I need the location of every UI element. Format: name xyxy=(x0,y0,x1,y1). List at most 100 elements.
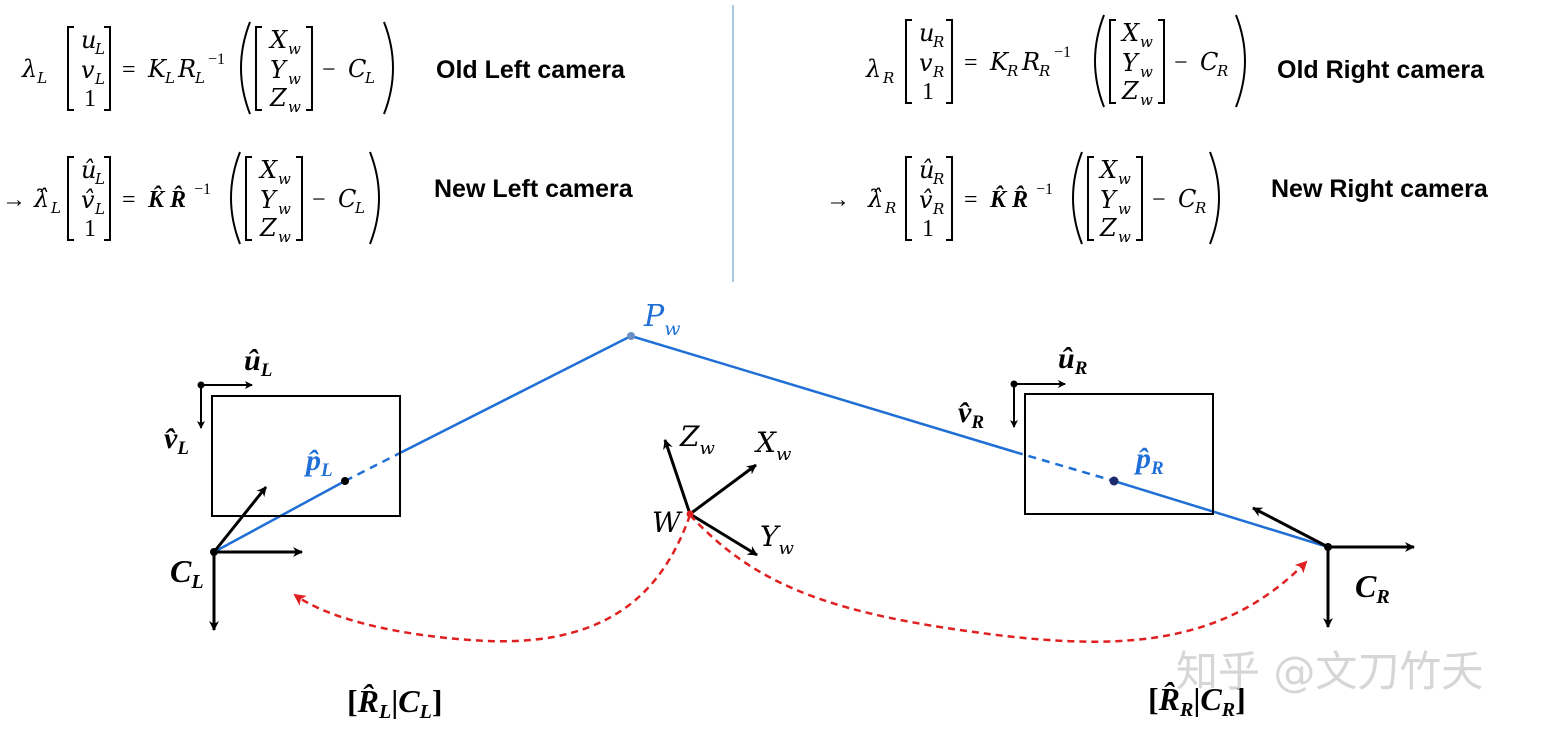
svg-text:w: w xyxy=(278,170,291,188)
left-ray-dashed xyxy=(344,451,401,483)
left-image-axes xyxy=(197,381,253,429)
svg-text:−1: −1 xyxy=(1036,181,1053,198)
left-pose-label: [R̂L|CL] xyxy=(347,683,442,723)
svg-text:λ: λ xyxy=(865,55,881,83)
right-image-axes xyxy=(1010,380,1066,428)
svg-text:C: C xyxy=(1178,185,1196,213)
svg-text:K̂: K̂ xyxy=(147,186,166,213)
world-x-axis-label: Xw xyxy=(754,426,792,465)
svg-text:K̂: K̂ xyxy=(989,186,1008,213)
right-camera-center-label: CR xyxy=(1355,568,1390,608)
svg-text:−1: −1 xyxy=(208,51,225,68)
label-new-left-camera: New Left camera xyxy=(434,175,634,203)
world-y-axis-label: Yw xyxy=(760,520,794,559)
svg-text:→: → xyxy=(826,187,850,213)
world-z-axis-label: Zw xyxy=(679,420,715,459)
svg-text:R: R xyxy=(177,55,196,83)
svg-text:R̂: R̂ xyxy=(1011,186,1028,213)
svg-text:X: X xyxy=(258,156,278,184)
svg-text:Y: Y xyxy=(270,56,288,84)
paren-open xyxy=(240,21,251,115)
svg-text:λ̂: λ̂ xyxy=(867,185,883,213)
svg-text:L: L xyxy=(94,170,105,188)
right-ray-solid-inside xyxy=(1113,479,1329,549)
svg-text:R: R xyxy=(882,69,894,87)
svg-text:1: 1 xyxy=(922,79,934,105)
svg-text:1: 1 xyxy=(84,216,96,242)
svg-text:w: w xyxy=(288,70,301,88)
svg-text:w: w xyxy=(278,228,291,246)
pose-arrow-right xyxy=(689,514,1308,643)
eq-lambda: λ xyxy=(21,55,37,83)
right-v-axis-label: v̂R xyxy=(958,396,984,433)
svg-text:w: w xyxy=(1140,91,1153,109)
svg-text:R: R xyxy=(1006,62,1018,80)
svg-text:R: R xyxy=(932,63,944,81)
svg-text:C: C xyxy=(348,55,366,83)
svg-text:û: û xyxy=(919,156,934,184)
svg-text:R: R xyxy=(932,200,944,218)
paren-close xyxy=(383,21,394,115)
svg-text:X: X xyxy=(1098,156,1118,184)
svg-text:w: w xyxy=(278,200,291,218)
svg-text:=: = xyxy=(122,187,136,213)
bracket-left xyxy=(67,26,74,111)
left-image-point xyxy=(341,477,349,485)
label-new-right-camera: New Right camera xyxy=(1271,175,1489,203)
svg-text:R: R xyxy=(884,199,896,217)
svg-text:L: L xyxy=(164,69,175,87)
svg-text:Z: Z xyxy=(259,214,278,242)
svg-text:R: R xyxy=(932,33,944,51)
right-image-plane xyxy=(1024,393,1214,515)
label-old-right-camera: Old Right camera xyxy=(1277,56,1485,84)
svg-text:w: w xyxy=(1140,63,1153,81)
svg-text:K: K xyxy=(989,48,1010,76)
world-point-label: Pw xyxy=(643,299,680,340)
left-v-axis-label: v̂L xyxy=(164,422,189,459)
svg-text:−: − xyxy=(322,57,336,83)
svg-text:−: − xyxy=(1174,50,1188,76)
world-point-marker xyxy=(627,332,635,340)
world-frame-axes xyxy=(663,439,758,557)
right-ray-dashed xyxy=(1014,450,1115,483)
svg-text:−: − xyxy=(312,187,326,213)
svg-text:C: C xyxy=(338,185,356,213)
svg-text:1: 1 xyxy=(922,216,934,242)
svg-text:−: − xyxy=(1152,187,1166,213)
label-old-left-camera: Old Left camera xyxy=(436,56,626,84)
svg-text:u: u xyxy=(919,19,934,47)
left-image-point-label: p̂L xyxy=(303,444,333,481)
svg-text:R: R xyxy=(1216,62,1228,80)
svg-text:Y: Y xyxy=(1100,186,1118,214)
svg-text:L: L xyxy=(194,69,205,87)
svg-text:w: w xyxy=(1118,170,1131,188)
svg-text:=: = xyxy=(122,57,136,83)
svg-text:Z: Z xyxy=(1099,214,1118,242)
right-image-point xyxy=(1109,476,1119,486)
left-camera-center-label: CL xyxy=(170,553,204,593)
left-ray-solid-outside xyxy=(399,334,632,455)
svg-text:Y: Y xyxy=(1122,49,1140,77)
left-image-plane xyxy=(211,395,401,517)
svg-text:L: L xyxy=(94,70,105,88)
svg-text:v̂: v̂ xyxy=(81,186,95,214)
svg-text:R: R xyxy=(1038,62,1050,80)
svg-text:w: w xyxy=(288,98,301,116)
right-image-point-label: p̂R xyxy=(1133,442,1164,479)
svg-text:w: w xyxy=(288,40,301,58)
right-u-axis-label: ûR xyxy=(1058,342,1087,379)
svg-text:Z: Z xyxy=(1121,77,1140,105)
svg-text:−1: −1 xyxy=(1054,44,1071,61)
svg-text:λ̂: λ̂ xyxy=(33,185,49,213)
svg-text:w: w xyxy=(1118,200,1131,218)
svg-text:R: R xyxy=(932,170,944,188)
svg-text:v: v xyxy=(919,49,933,77)
svg-text:v: v xyxy=(81,56,95,84)
svg-text:Y: Y xyxy=(260,186,278,214)
svg-text:−1: −1 xyxy=(194,181,211,198)
right-camera-frame xyxy=(1252,506,1415,628)
